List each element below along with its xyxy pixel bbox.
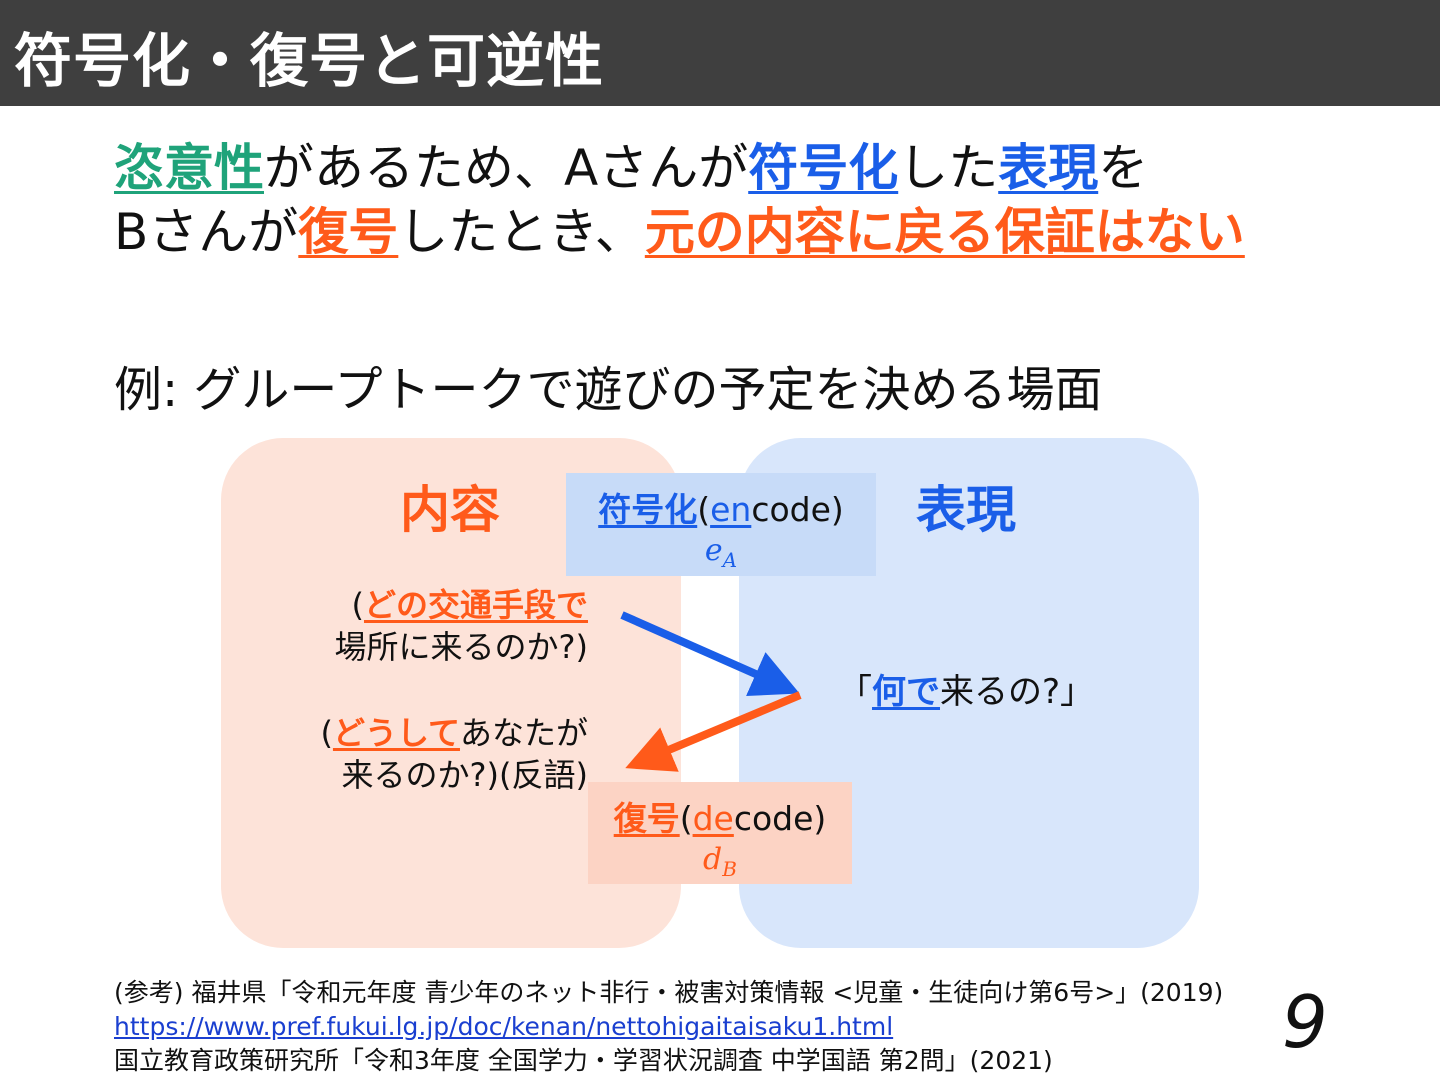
headline-text: を	[1098, 139, 1149, 197]
paren: (	[679, 799, 693, 838]
meaning-2-line-1: (どうしてあなたが	[320, 712, 588, 754]
expression-title: 表現	[916, 481, 1016, 539]
headline-decode: 復号	[298, 203, 399, 261]
quote-open: 「	[838, 672, 872, 712]
meaning-2-rest: あなたが	[459, 714, 588, 752]
meaning-1-highlight: どの交通手段で	[363, 586, 588, 624]
encode-symbol-main: e	[704, 533, 723, 568]
meaning-2-line-2: 来るのか?)(反語)	[341, 756, 588, 794]
example-text: 例: グループトークで遊びの予定を決める場面	[114, 362, 1103, 418]
decode-symbol-main: d	[703, 842, 723, 877]
headline-no-guarantee: 元の内容に戻る保証はない	[644, 203, 1245, 261]
reference-2: 国立教育政策研究所「令和3年度 全国学力・学習状況調査 中学国語 第2問」(20…	[114, 1046, 1053, 1075]
page-number: 9	[1282, 980, 1328, 1064]
encode-en-prefix: en	[710, 490, 752, 529]
expression-highlight: 何で	[872, 672, 940, 712]
meaning-1-line-1: (どの交通手段で	[335, 584, 589, 626]
headline-text: したとき、	[398, 203, 645, 261]
decode-code: code)	[733, 799, 827, 838]
decode-de-prefix: de	[692, 799, 734, 838]
meaning-2-highlight: どうして	[332, 714, 460, 752]
meaning-1: (どの交通手段で 場所に来るのか?)	[335, 584, 588, 668]
headline-encode: 符号化	[748, 139, 899, 197]
meaning-1-line-2: 場所に来るのか?)	[334, 628, 588, 666]
headline-line-2: Bさんが復号したとき、元の内容に戻る保証はない	[114, 200, 1354, 264]
content-title: 内容	[400, 481, 500, 539]
decode-symbol: dB	[588, 842, 852, 881]
decode-jp: 復号	[613, 799, 680, 838]
decode-box: 復号(decode) dB	[588, 782, 852, 884]
decode-label: 復号(decode)	[588, 792, 852, 840]
reference-link[interactable]: https://www.pref.fukui.lg.jp/doc/kenan/n…	[114, 1012, 894, 1041]
encode-code: code)	[751, 490, 844, 529]
references: (参考) 福井県「令和元年度 青少年のネット非行・被害対策情報 <児童・生徒向け…	[114, 976, 1223, 1078]
encode-symbol-sub: A	[722, 548, 738, 572]
encode-box: 符号化(encode) eA	[566, 473, 876, 576]
title-bar: 符号化・復号と可逆性	[0, 0, 1440, 106]
paren: (	[697, 490, 711, 529]
slide-title: 符号化・復号と可逆性	[14, 27, 605, 95]
paren: (	[320, 714, 333, 752]
expression-utterance: 「何で来るの?」	[838, 664, 1094, 713]
encode-label: 符号化(encode)	[566, 483, 876, 531]
meaning-2: (どうしてあなたが 来るのか?)(反語)	[320, 712, 588, 796]
headline-line-1: 恣意性があるため、Aさんが符号化した表現を	[114, 136, 1354, 200]
headline-text: があるため、Aさんが	[264, 139, 749, 197]
reference-1: (参考) 福井県「令和元年度 青少年のネット非行・被害対策情報 <児童・生徒向け…	[114, 978, 1224, 1007]
headline-arbitrariness: 恣意性	[114, 139, 264, 197]
headline-text: した	[898, 139, 999, 197]
decode-symbol-sub: B	[722, 857, 737, 881]
headline-expression: 表現	[998, 139, 1099, 197]
encode-jp: 符号化	[598, 490, 698, 529]
paren: (	[351, 586, 364, 624]
expression-rest: 来るの?」	[940, 672, 1095, 712]
headline-text: Bさんが	[114, 203, 299, 261]
headline: 恣意性があるため、Aさんが符号化した表現を Bさんが復号したとき、元の内容に戻る…	[114, 136, 1354, 264]
encode-symbol: eA	[566, 533, 876, 572]
